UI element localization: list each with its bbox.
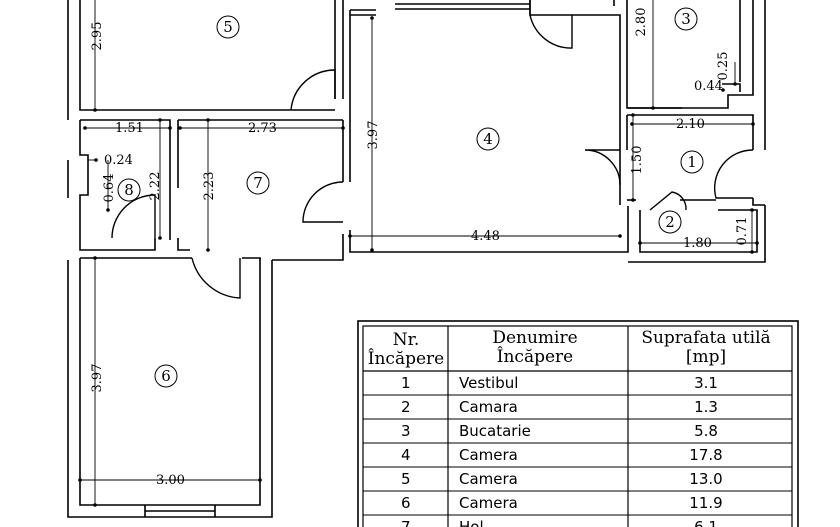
dim-273: 2.73 <box>248 121 277 136</box>
row-nr: 1 <box>401 374 411 392</box>
wall-room-6-outer <box>67 260 273 518</box>
door-room-1-east <box>713 149 754 199</box>
header-name-line2: Încăpere <box>497 346 573 367</box>
table-row: 3 Bucatarie 5.8 <box>401 422 718 440</box>
wall-room-2 <box>639 209 758 253</box>
row-area: 3.1 <box>694 374 718 392</box>
table-rows: 1 Vestibul 3.1 2 Camara 1.3 3 Bucatarie … <box>401 374 723 527</box>
dim-024: 0.24 <box>104 153 133 168</box>
dim-210: 2.10 <box>676 117 705 132</box>
room-6-marker: 6 <box>161 367 171 385</box>
room-marker-circles <box>117 7 704 388</box>
row-name: Camera <box>459 494 518 512</box>
row-nr: 4 <box>401 446 411 464</box>
door-room-2 <box>649 191 687 211</box>
wall-room-6 <box>79 258 261 506</box>
row-name: Hol <box>459 518 484 527</box>
wall-room-8-top-right <box>80 119 171 240</box>
row-area: 6.1 <box>694 518 718 527</box>
header-nr-line2: Încăpere <box>368 348 444 369</box>
dim-025: 0.25 <box>716 52 731 81</box>
dim-280: 2.80 <box>634 8 649 37</box>
dim-222: 2.22 <box>148 172 163 201</box>
row-area: 1.3 <box>694 398 718 416</box>
room-2-marker: 2 <box>665 213 675 231</box>
wall-right-outer-bottom <box>628 205 766 263</box>
row-nr: 5 <box>401 470 411 488</box>
dim-295: 2.95 <box>90 22 105 51</box>
table-row: 1 Vestibul 3.1 <box>401 374 718 392</box>
dim-071: 0.71 <box>735 217 750 246</box>
dim-150: 1.50 <box>630 146 645 175</box>
row-name: Camera <box>459 470 518 488</box>
wall-room-5-inner <box>79 0 335 111</box>
dim-151: 1.51 <box>115 121 144 136</box>
row-nr: 2 <box>401 398 411 416</box>
row-name: Camara <box>459 398 518 416</box>
room-8-marker: 8 <box>124 181 134 199</box>
room-5-marker: 5 <box>223 18 233 36</box>
dimension-lines <box>80 0 757 505</box>
room-3-marker: 3 <box>681 10 691 28</box>
dim-223: 2.23 <box>202 172 217 201</box>
door-room-1-west <box>584 149 621 186</box>
row-area: 17.8 <box>689 446 722 464</box>
wall-room-4-bottom <box>349 206 629 253</box>
room-1-marker: 1 <box>687 153 697 171</box>
row-area: 13.0 <box>689 470 722 488</box>
area-table: Nr. Încăpere Denumire Încăpere Suprafata… <box>357 320 799 527</box>
door-room-8 <box>111 194 156 239</box>
dim-397a: 3.97 <box>366 121 381 150</box>
row-name: Camera <box>459 446 518 464</box>
walls <box>67 0 766 518</box>
row-nr: 6 <box>401 494 411 512</box>
header-nr-line1: Nr. <box>393 330 420 350</box>
table-grid <box>357 320 799 527</box>
header-name-line1: Denumire <box>492 328 577 348</box>
wall-room-3-right <box>690 0 754 109</box>
window-room-6 <box>144 505 216 517</box>
wall-room-4-right <box>529 0 621 150</box>
dim-300: 3.00 <box>156 473 185 488</box>
dim-044: 0.44 <box>694 79 723 94</box>
room-marker-labels: 5 3 4 1 2 7 8 6 <box>124 10 697 385</box>
header-area-line1: Suprafata utilă <box>641 328 770 348</box>
table-row: 2 Camara 1.3 <box>401 398 718 416</box>
wall-notch <box>722 83 741 92</box>
wall-room-7-bottom-right <box>242 257 261 260</box>
wall-room-1-right-bottom <box>752 198 765 206</box>
row-name: Vestibul <box>459 374 518 392</box>
door-room-4-west <box>302 181 344 223</box>
dimension-labels: 2.95 2.80 0.25 0.44 1.51 2.73 3.97 2.10 … <box>90 8 750 488</box>
room-4-marker: 4 <box>483 130 493 148</box>
row-area: 5.8 <box>694 422 718 440</box>
table-row: 7 Hol 6.1 <box>401 518 718 527</box>
row-name: Bucatarie <box>459 422 531 440</box>
table-row: 6 Camera 11.9 <box>401 494 723 512</box>
door-room-6 <box>191 257 241 299</box>
table-row: 4 Camera 17.8 <box>401 446 723 464</box>
wall-room-8-left <box>79 120 156 251</box>
row-nr: 7 <box>401 518 411 527</box>
table-row: 5 Camera 13.0 <box>401 470 723 488</box>
row-area: 11.9 <box>689 494 722 512</box>
header-area-line2: [mp] <box>686 347 726 367</box>
wall-room-7-bottom-left <box>177 238 190 251</box>
door-room-5 <box>290 69 336 111</box>
dim-180: 1.80 <box>683 236 712 251</box>
table-header: Nr. Încăpere Denumire Încăpere Suprafata… <box>368 328 771 369</box>
room-7-marker: 7 <box>253 174 263 192</box>
wall-corridor-bottom <box>272 234 344 261</box>
dimension-ticks <box>78 16 759 507</box>
doors <box>111 0 754 299</box>
row-nr: 3 <box>401 422 411 440</box>
wall-room-1-top <box>627 114 754 150</box>
dim-397b: 3.97 <box>90 364 105 393</box>
dim-064: 0.64 <box>102 174 117 203</box>
dim-448: 4.48 <box>471 229 500 244</box>
door-room-4-north <box>529 0 573 49</box>
